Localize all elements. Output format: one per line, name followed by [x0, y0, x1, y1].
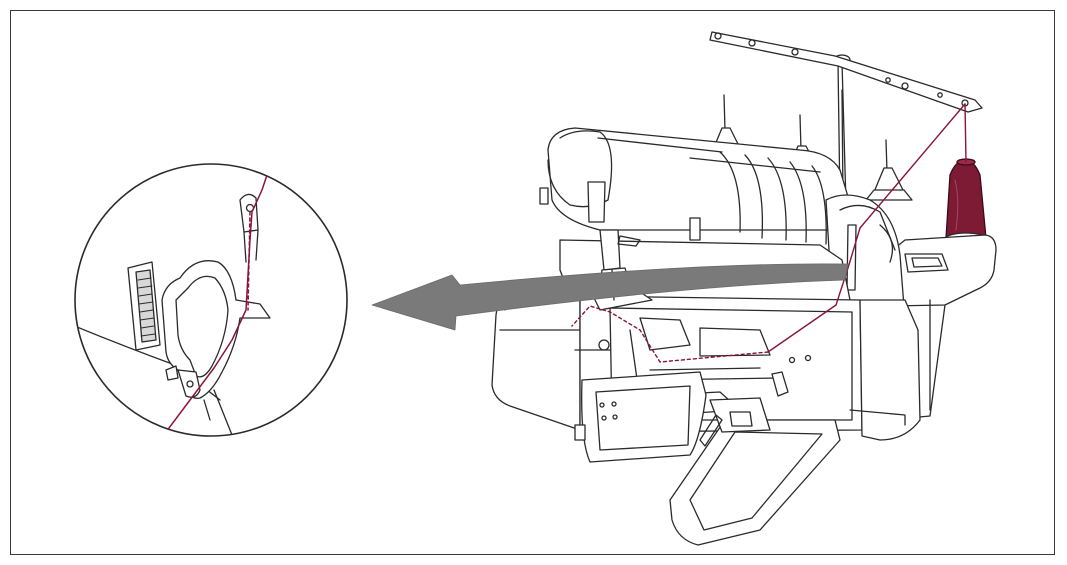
magnifier-circle-icon: [74, 163, 348, 437]
direction-arrow-icon: [371, 263, 849, 331]
trim-tray: [669, 397, 841, 546]
front-cover-open: [574, 371, 707, 463]
thread-cone-icon: [943, 158, 989, 248]
thread-path: [571, 103, 967, 363]
